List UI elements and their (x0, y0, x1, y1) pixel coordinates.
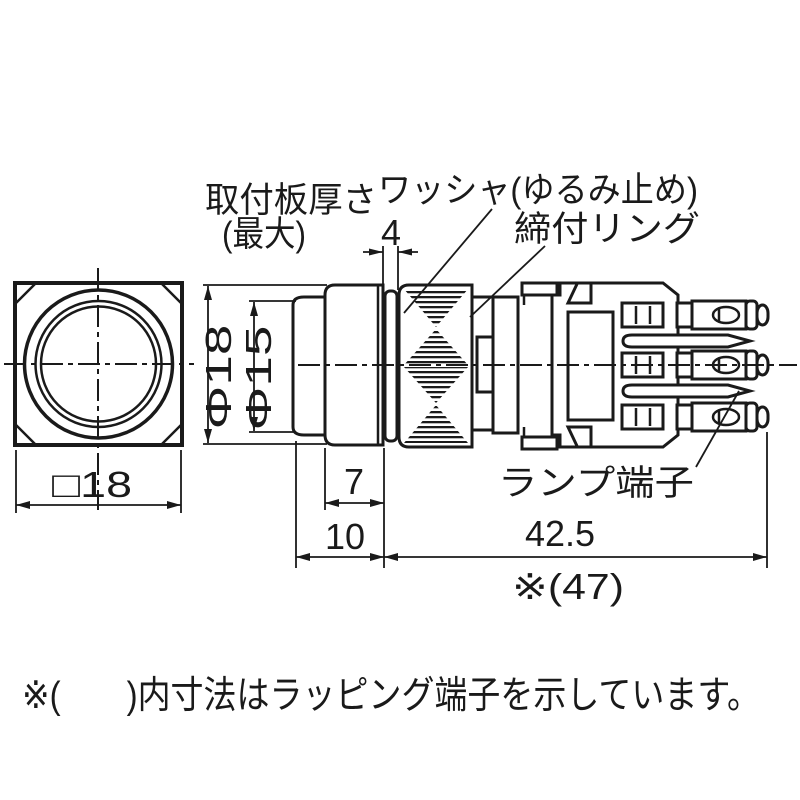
text-labels: 取付板厚さ (最大) ワッシャ(ゆるみ止め) 締付リング ランプ端子 ※( )内… (22, 171, 760, 717)
corner-cut-bottom-left (14, 423, 37, 446)
latch-hook-bottom (520, 435, 559, 451)
knurl-hatch-segment (404, 289, 468, 327)
tightening-ring-label: 締付リング (514, 210, 700, 249)
arrowhead-right (753, 553, 767, 561)
washer-label: ワッシャ(ゆるみ止め) (378, 171, 698, 210)
knurl-hatch-segment (404, 405, 468, 443)
arrowhead-right (167, 501, 181, 509)
arrowhead-left (296, 553, 310, 561)
arrowhead-right (369, 248, 383, 256)
dimension-panel-square: □18 (15, 450, 182, 513)
pin-cap-collar (744, 401, 759, 433)
washer-leader-line (403, 208, 493, 314)
lamp-terminal-label: ランプ端子 (498, 464, 694, 503)
dim-bezel-depth-text: 7 (344, 461, 364, 502)
lamp-terminal-blade-bottom (621, 383, 756, 399)
mounting-plate-max-label: (最大) (222, 215, 306, 254)
latch-hook-top (520, 281, 559, 297)
corner-cut-top-left (14, 282, 37, 305)
arrowhead-down (250, 417, 258, 431)
pin-cap-collar (744, 299, 759, 331)
pin-hole (711, 305, 741, 325)
arrowhead-down (204, 429, 212, 443)
wrapping-terminal-note: ※( )内寸法はラッピング端子を示しています。 (22, 675, 760, 717)
mounting-plate-label: 取付板厚さ (205, 181, 377, 220)
dim-body-depth-text: 42.5 (525, 513, 595, 554)
arrowhead-up (204, 286, 212, 300)
arrowhead-left (384, 553, 398, 561)
corner-cut-bottom-right (160, 423, 183, 446)
dim-plate-thickness-text: 4 (381, 212, 401, 253)
arrowhead-left (16, 501, 30, 509)
knurl-hatch (404, 289, 468, 443)
terminal-pin-top (675, 299, 770, 331)
dim-button-diameter-text: Φ15 (238, 326, 279, 431)
knurl-ring-outline (397, 283, 474, 449)
dim-panel-cutout-text: □18 (52, 464, 132, 505)
arrowhead-right (370, 553, 384, 561)
lamp-terminal-leader-line (695, 390, 740, 468)
terminal-base-bottom (620, 403, 665, 431)
body-tab-top (565, 283, 593, 305)
dimension-phi18: Φ18 (198, 284, 327, 445)
corner-cut-top-right (160, 282, 183, 305)
dimension-bezel-depth: 7 (324, 448, 384, 510)
dimension-phi15: Φ15 (238, 300, 296, 433)
pin-cap-tip (755, 303, 770, 327)
pin-cap-tip (755, 405, 770, 429)
arrowhead-left (325, 499, 339, 507)
pin-hole (711, 407, 741, 427)
pin-neck (675, 403, 694, 431)
tightening-ring-leader-line (469, 245, 546, 318)
dim-front-depth-text: 10 (325, 516, 365, 557)
tightening-ring-collar (470, 295, 495, 432)
pin-neck (675, 301, 694, 329)
terminal-base-top (620, 301, 665, 329)
arrowhead-right (370, 499, 384, 507)
arrowhead-up (250, 302, 258, 316)
centerlines (4, 268, 797, 510)
dimension-front-depth: 10 (295, 441, 385, 568)
terminal-base-outline (620, 301, 665, 329)
terminal-base-outline (620, 403, 665, 431)
body-tab-bottom (565, 425, 593, 447)
lamp-terminal-blade-top (621, 333, 756, 349)
dim-bezel-diameter-text: Φ18 (198, 325, 239, 430)
arrowhead-left (398, 248, 412, 256)
leader-lines (403, 208, 740, 468)
dimension-plate-thickness: 4 (363, 212, 418, 290)
knurl-hatch-segment (404, 329, 468, 365)
dimension-body-depth: 42.5 ※(47) (384, 432, 768, 607)
knurl-hatch-segment (404, 367, 468, 403)
terminal-pin-bottom (675, 401, 770, 433)
dim-wrapping-depth-text: ※(47) (512, 566, 624, 607)
